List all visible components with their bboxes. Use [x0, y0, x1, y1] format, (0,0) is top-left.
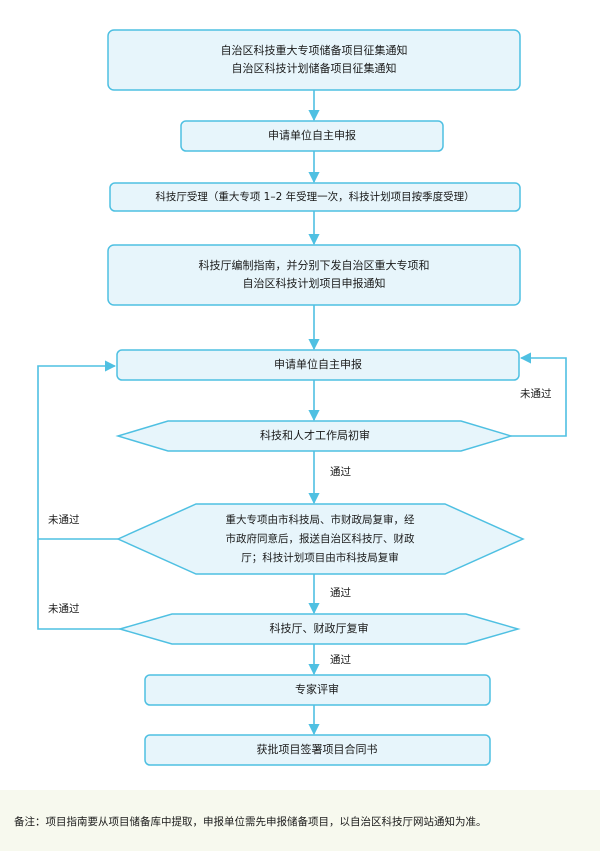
node-sign-contract: 获批项目签署项目合同书 — [144, 734, 491, 766]
decision-provincial-label: 科技厅、财政厅复审 — [270, 621, 369, 635]
node-call-for-reserve-projects: 自治区科技重大专项储备项目征集通知 自治区科技计划储备项目征集通知 — [107, 29, 521, 91]
node-guide-line-2: 自治区科技计划项目申报通知 — [243, 276, 386, 290]
node-department-acceptance: 科技厅受理（重大专项 1–2 年受理一次，科技计划项目按季度受理） — [109, 182, 521, 212]
node-applicant-2-label: 申请单位自主申报 — [274, 357, 362, 371]
node-acceptance-label: 科技厅受理（重大专项 1–2 年受理一次，科技计划项目按季度受理） — [155, 190, 474, 203]
arrow-review1-fail-loop — [511, 352, 567, 437]
edge-label-fail-1: 未通过 — [520, 387, 552, 400]
decision-city-review: 重大专项由市科技局、市财政局复审，经 市政府同意后，报送自治区科技厅、财政 厅；… — [116, 503, 525, 575]
decision-preliminary-label: 科技和人才工作局初审 — [260, 428, 370, 442]
node-call-line-1: 自治区科技重大专项储备项目征集通知 — [221, 43, 408, 57]
flowchart: 自治区科技重大专项储备项目征集通知 自治区科技计划储备项目征集通知 申请单位自主… — [37, 29, 567, 766]
node-compile-guide: 科技厅编制指南，并分别下发自治区重大专项和 自治区科技计划项目申报通知 — [107, 244, 521, 306]
decision-city-line-2: 市政府同意后，报送自治区科技厅、财政 — [226, 532, 415, 545]
decision-provincial-review: 科技厅、财政厅复审 — [117, 613, 521, 645]
decision-city-line-3: 厅；科技计划项目由市科技局复审 — [241, 551, 399, 564]
node-call-line-2: 自治区科技计划储备项目征集通知 — [232, 61, 397, 75]
node-guide-line-1: 科技厅编制指南，并分别下发自治区重大专项和 — [199, 258, 430, 272]
edge-label-pass-3: 通过 — [330, 653, 351, 666]
arrow-review2-fail-loop — [37, 360, 118, 540]
edge-label-pass-1: 通过 — [330, 465, 351, 478]
edge-label-fail-2: 未通过 — [48, 513, 80, 526]
node-applicant-1-label: 申请单位自主申报 — [268, 128, 356, 142]
arrow-review3-fail-loop — [37, 539, 120, 630]
decision-preliminary-review: 科技和人才工作局初审 — [115, 420, 514, 452]
node-expert-review: 专家评审 — [144, 674, 491, 706]
decision-city-line-1: 重大专项由市科技局、市财政局复审，经 — [226, 513, 415, 526]
node-applicant-self-declare-1: 申请单位自主申报 — [180, 120, 444, 152]
edge-label-pass-2: 通过 — [330, 586, 351, 599]
node-contract-label: 获批项目签署项目合同书 — [257, 742, 378, 756]
edge-label-fail-3: 未通过 — [48, 602, 80, 615]
node-expert-label: 专家评审 — [295, 682, 339, 696]
node-applicant-self-declare-2: 申请单位自主申报 — [116, 349, 520, 381]
footnote: 备注：项目指南要从项目储备库中提取，申报单位需先申报储备项目，以自治区科技厅网站… — [0, 790, 600, 851]
